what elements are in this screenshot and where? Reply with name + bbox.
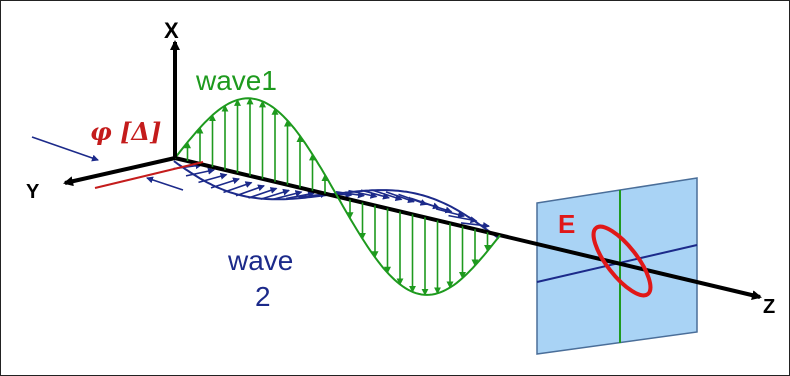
phase-label: φ [Δ] xyxy=(90,117,161,146)
polarization-ellipse xyxy=(591,224,653,298)
field-label: E xyxy=(558,209,575,239)
phase-arrow-right xyxy=(146,176,184,191)
wave2-field-arrow xyxy=(423,202,453,214)
wave1-label: wave1 xyxy=(195,65,277,96)
wave2-field-arrow xyxy=(248,187,278,199)
z-axis xyxy=(174,156,762,301)
wave2-field-arrow xyxy=(198,172,228,184)
wave1-curve xyxy=(174,97,501,296)
wave2-field-arrow xyxy=(285,190,315,200)
axis-z-label: Z xyxy=(763,296,775,318)
y-axis xyxy=(63,156,176,187)
wave2-field-arrow xyxy=(185,167,215,177)
phase-arrow-left xyxy=(31,136,99,162)
wave2-field-arrow xyxy=(373,189,403,201)
axis-x-label: X xyxy=(164,18,179,43)
wave2-label-line2: 2 xyxy=(255,281,271,312)
phase-reference-line xyxy=(94,161,204,189)
detector-screen xyxy=(536,177,698,355)
axis-y-label: Y xyxy=(26,181,40,203)
wave2-field-arrow xyxy=(385,191,415,204)
wave2-field-arrow xyxy=(435,208,465,218)
wave2-field-arrow xyxy=(235,184,265,197)
wave2-field-arrow xyxy=(460,221,490,229)
wave2-label-line1: wave xyxy=(227,245,293,276)
wave2-field-arrow xyxy=(260,188,290,200)
wave2-field-arrow xyxy=(273,190,303,200)
